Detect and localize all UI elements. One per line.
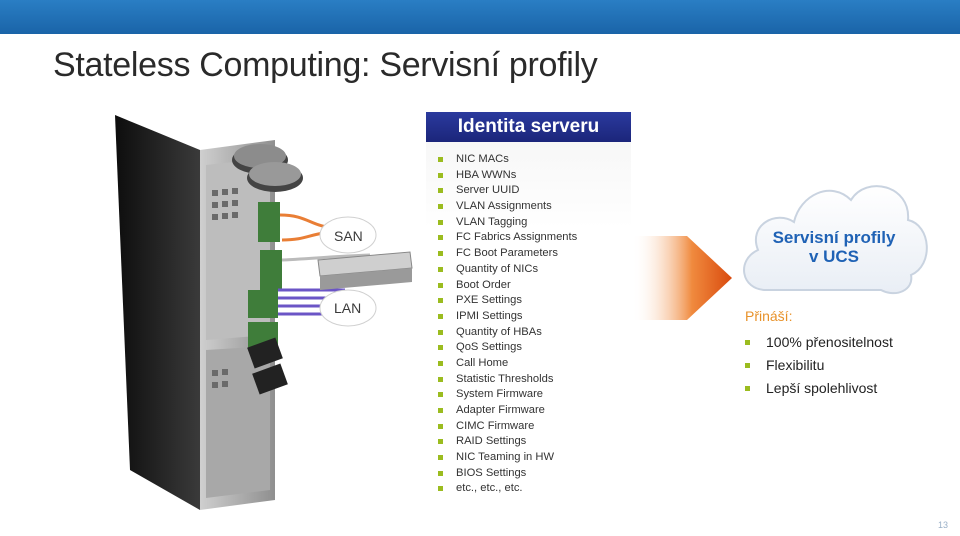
list-item: RAID Settings (438, 434, 577, 450)
list-item: Call Home (438, 356, 577, 372)
list-item: etc., etc., etc. (438, 481, 577, 497)
list-item: 100% přenositelnost (745, 331, 893, 354)
cloud-icon (743, 185, 928, 295)
list-item: System Firmware (438, 387, 577, 403)
list-item: FC Boot Parameters (438, 246, 577, 262)
identity-list: NIC MACs HBA WWNs Server UUID VLAN Assig… (438, 152, 577, 497)
page-number: 13 (937, 520, 948, 530)
list-item: Boot Order (438, 278, 577, 294)
list-item: CIMC Firmware (438, 419, 577, 435)
list-item: NIC MACs (438, 152, 577, 168)
list-item: QoS Settings (438, 340, 577, 356)
list-item: Quantity of HBAs (438, 325, 577, 341)
server-illustration (115, 115, 413, 510)
list-item: HBA WWNs (438, 168, 577, 184)
list-item: Adapter Firmware (438, 403, 577, 419)
list-item: Lepší spolehlivost (745, 377, 893, 400)
list-item: FC Fabrics Assignments (438, 230, 577, 246)
lan-label: LAN (334, 300, 362, 316)
list-item: NIC Teaming in HW (438, 450, 577, 466)
list-item: BIOS Settings (438, 466, 577, 482)
identity-header: Identita serveru (426, 112, 631, 142)
list-item: Quantity of NICs (438, 262, 577, 278)
list-item: VLAN Tagging (438, 215, 577, 231)
top-bar (0, 0, 960, 34)
arrow-right-icon (632, 236, 732, 320)
cloud-title: Servisní profily v UCS (740, 228, 928, 266)
san-label: SAN (334, 228, 363, 244)
list-item: Server UUID (438, 183, 577, 199)
cloud-title-line2: v UCS (808, 247, 860, 266)
list-item: Statistic Thresholds (438, 372, 577, 388)
server-identity-panel: Identita serveru NIC MACs HBA WWNs Serve… (426, 112, 631, 500)
list-item: PXE Settings (438, 293, 577, 309)
benefits-list: 100% přenositelnost Flexibilitu Lepší sp… (745, 331, 893, 400)
list-item: VLAN Assignments (438, 199, 577, 215)
brings-label: Přináší: (745, 308, 793, 324)
slide-title: Stateless Computing: Servisní profily (53, 46, 598, 84)
cloud-title-line1: Servisní profily (772, 228, 896, 247)
list-item: IPMI Settings (438, 309, 577, 325)
list-item: Flexibilitu (745, 354, 893, 377)
